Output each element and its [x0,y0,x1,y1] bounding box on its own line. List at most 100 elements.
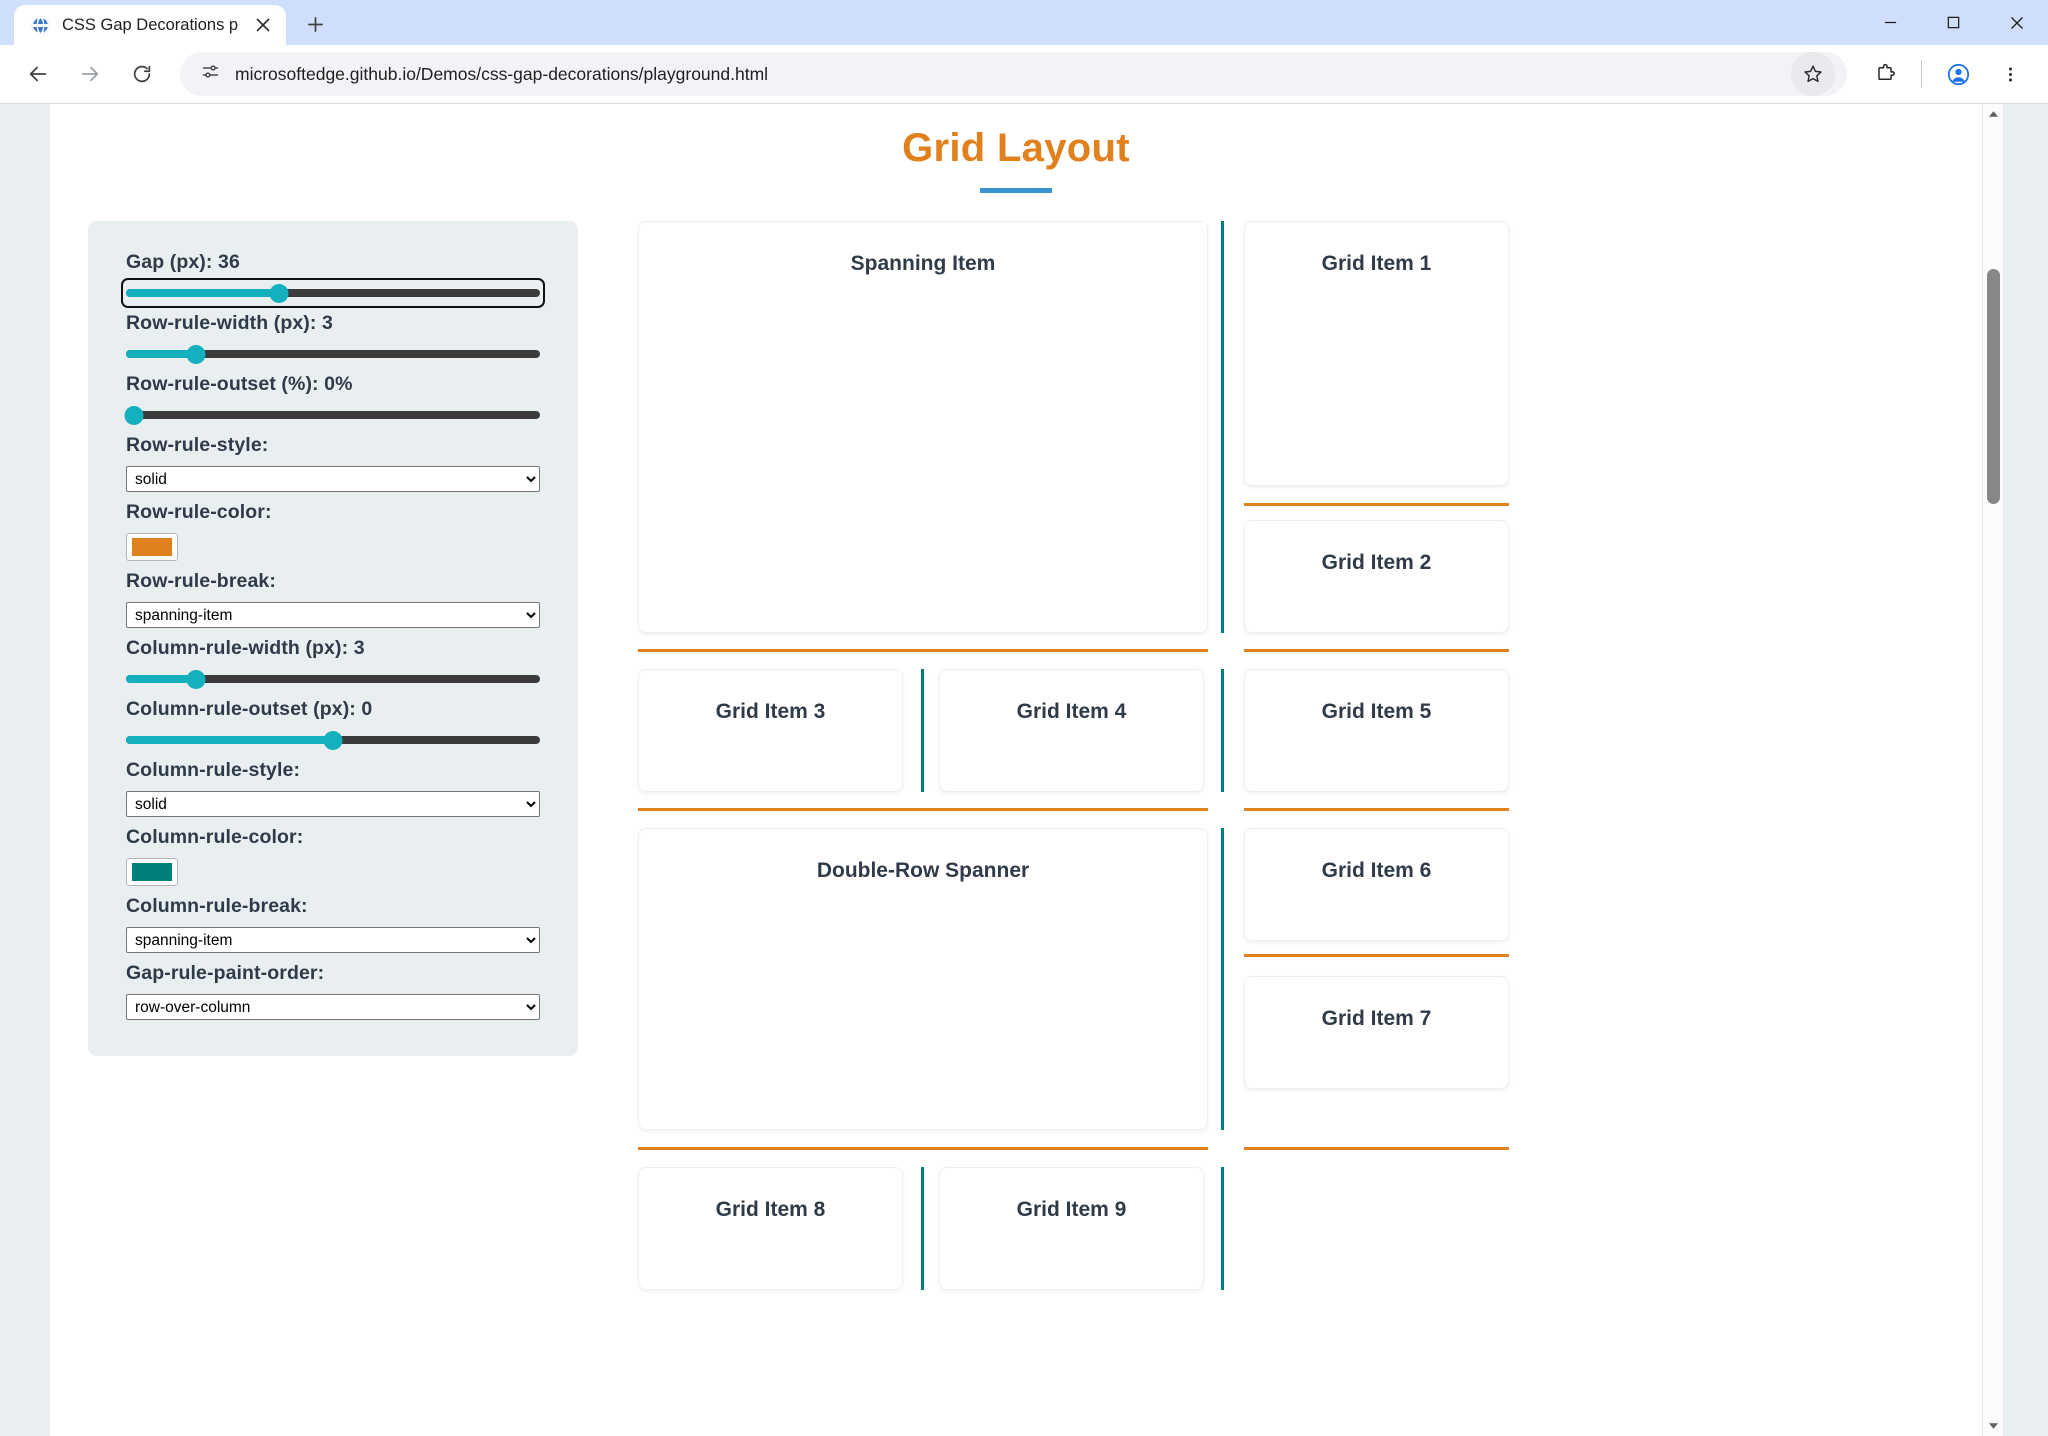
control-label: Column-rule-style: [126,759,301,781]
slider-track [126,350,540,358]
grid-cell-item-6: Grid Item 6 [1244,828,1509,941]
control-label: Column-rule-color: [126,826,304,848]
slider-fill [126,350,197,358]
star-icon[interactable] [1791,52,1835,96]
forward-arrow-icon[interactable] [66,50,114,98]
grid-cell-item-9: Grid Item 9 [939,1167,1204,1290]
column-rule-mid-left [921,669,924,792]
column-rule-outset-slider[interactable] [126,730,540,750]
tab-strip: CSS Gap Decorations playground [0,0,2048,45]
column-rule-style-select[interactable]: solid [126,791,540,817]
minimize-icon[interactable] [1859,0,1922,45]
scrollbar-track[interactable] [1983,124,2004,1416]
controls-panel: Gap (px): 36 Row-rule-width (px): 3 [88,221,578,1056]
control-label: Column-rule-outset (px): 0 [126,698,373,720]
control-label: Row-rule-break: [126,570,276,592]
grid-cell-item-5: Grid Item 5 [1244,669,1509,792]
maximize-icon[interactable] [1922,0,1985,45]
gap-rule-paint-order-select[interactable]: row-over-column [126,994,540,1020]
grid-item-label: Grid Item 9 [1016,1198,1127,1221]
row-rule-right-3 [1244,954,1509,957]
three-dot-menu-icon[interactable] [1986,50,2034,98]
control-column-rule-outset: Column-rule-outset (px): 0 [126,698,540,750]
grid-item-label: Double-Row Spanner [816,859,1030,882]
address-bar[interactable]: microsoftedge.github.io/Demos/css-gap-de… [180,52,1847,96]
column-rule-center-bottom [1221,1167,1224,1290]
close-icon[interactable] [250,12,276,38]
control-gap: Gap (px): 36 [121,251,545,308]
page-layout: Gap (px): 36 Row-rule-width (px): 3 [88,221,1944,1290]
column-rule-color-picker[interactable] [126,858,178,886]
grid-item-label: Grid Item 8 [715,1198,826,1221]
grid-cell-item-8: Grid Item 8 [638,1167,903,1290]
control-label: Row-rule-style: [126,434,269,456]
column-rule-bottom-left [921,1167,924,1290]
slider-fill [126,289,280,297]
back-arrow-icon[interactable] [14,50,62,98]
row-rule-right-2 [1244,808,1509,811]
browser-tab[interactable]: CSS Gap Decorations playground [14,5,286,45]
slider-thumb[interactable] [186,344,206,364]
slider-thumb[interactable] [269,283,289,303]
control-row-rule-outset: Row-rule-outset (%): 0% [124,373,540,425]
row-rule-left-1 [638,649,1208,652]
scroll-down-arrow-icon[interactable] [1983,1416,2004,1436]
new-tab-button[interactable] [295,4,335,44]
control-label: Column-rule-break: [126,895,308,917]
grid-item-label: Grid Item 7 [1321,1007,1432,1030]
row-rule-right-0 [1244,503,1509,506]
control-label: Column-rule-width (px): 3 [126,637,365,659]
grid-item-label: Grid Item 6 [1321,859,1432,882]
slider-thumb[interactable] [323,730,343,750]
row-rule-style-select[interactable]: solid [126,466,540,492]
row-rule-color-picker[interactable] [126,533,178,561]
window-controls [1859,0,2048,45]
slider-thumb[interactable] [124,405,144,425]
slider-track [126,289,540,297]
site-settings-icon[interactable] [200,61,221,87]
column-rule-break-select[interactable]: spanning-item [126,927,540,953]
scrollbar-thumb[interactable] [1986,269,2000,504]
control-row-rule-style: Row-rule-style: solid [126,434,540,492]
tab-title: CSS Gap Decorations playground [62,15,239,34]
control-gap-rule-paint-order: Gap-rule-paint-order: row-over-column [126,962,540,1020]
column-rule-center-mid [1221,669,1224,792]
color-preview [132,538,172,556]
row-rule-width-slider[interactable] [126,344,540,364]
window-close-icon[interactable] [1985,0,2048,45]
reload-icon[interactable] [118,50,166,98]
browser-toolbar: microsoftedge.github.io/Demos/css-gap-de… [0,45,2048,103]
grid-cell-item-7: Grid Item 7 [1244,976,1509,1089]
grid-demo: Spanning Item Grid Item 1 Grid Item 2 Gr… [638,221,1944,1290]
grid-cell-item-3: Grid Item 3 [638,669,903,792]
slider-thumb[interactable] [186,669,206,689]
toolbar-divider [1921,60,1922,88]
url-text: microsoftedge.github.io/Demos/css-gap-de… [235,63,769,84]
grid-item-label: Grid Item 3 [715,700,826,723]
page-content: Grid Layout Gap (px): 36 [50,104,1982,1436]
grid-cell-item-4: Grid Item 4 [939,669,1204,792]
grid-item-label: Grid Item 5 [1321,700,1432,723]
extensions-puzzle-icon[interactable] [1861,50,1909,98]
slider-fill [126,675,197,683]
slider-fill [126,736,333,744]
control-column-rule-color: Column-rule-color: [126,826,540,886]
page-title: Grid Layout [902,126,1130,170]
control-label: Row-rule-width (px): 3 [126,312,333,334]
gap-slider[interactable] [121,278,545,308]
page-gutter-left [0,104,50,1436]
globe-icon [30,15,51,36]
control-column-rule-width: Column-rule-width (px): 3 [126,637,540,689]
title-underline [980,188,1052,193]
color-preview [132,863,172,881]
scroll-up-arrow-icon[interactable] [1983,104,2004,124]
page-scrollbar[interactable] [1982,104,2003,1436]
slider-track [126,411,540,419]
row-rule-break-select[interactable]: spanning-item [126,602,540,628]
column-rule-width-slider[interactable] [126,669,540,689]
profile-avatar-icon[interactable] [1934,50,1982,98]
row-rule-outset-slider[interactable] [124,405,540,425]
grid-item-label: Grid Item 2 [1321,551,1432,574]
grid-item-label: Grid Item 4 [1016,700,1127,723]
